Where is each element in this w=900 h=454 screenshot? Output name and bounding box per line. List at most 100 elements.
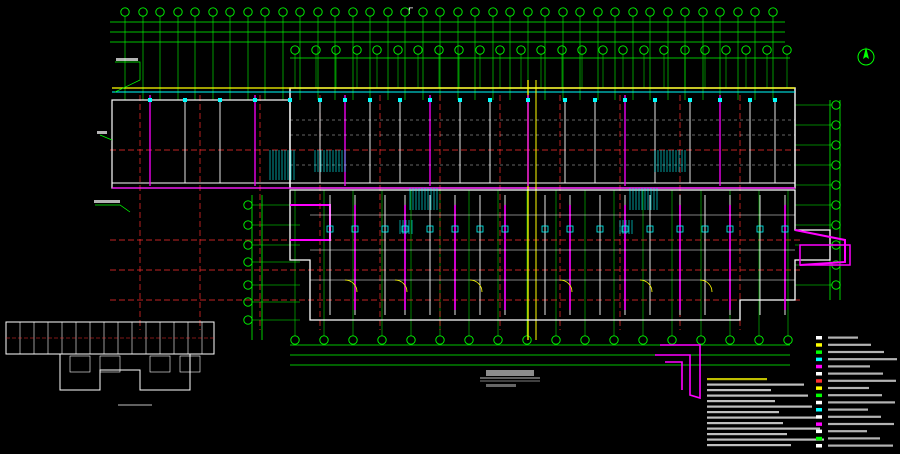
note-line: [707, 438, 824, 441]
column-marker: [676, 225, 684, 233]
legend-text: [828, 365, 870, 368]
callout-marks: [94, 58, 138, 203]
note-line: [707, 383, 804, 386]
column-marker: [718, 98, 722, 102]
column-marker: [566, 225, 574, 233]
legend-text: [828, 350, 884, 354]
legend-text: [828, 372, 883, 375]
legend-text: [828, 358, 897, 361]
note-line: [707, 433, 787, 436]
door-swing: [469, 279, 483, 293]
door-swing: [559, 279, 573, 293]
key-plan-inset: [5, 321, 215, 406]
column-marker: [593, 98, 597, 102]
column-marker: [351, 225, 359, 233]
column-marker: [318, 98, 322, 102]
upper-floor-plan: [111, 80, 796, 340]
column-marker: [398, 98, 402, 102]
column-marker: [621, 225, 629, 233]
legend-swatch: [816, 436, 822, 441]
column-marker: [368, 98, 372, 102]
column-marker: [688, 98, 692, 102]
bottom-grid-axes: [290, 190, 793, 345]
column-marker: [756, 225, 764, 233]
north-arrow-icon: [857, 47, 875, 66]
legend-text: [828, 386, 869, 390]
inset-room: [69, 355, 91, 373]
inset-room: [99, 355, 121, 373]
column-marker: [326, 225, 334, 233]
legend-text: [828, 379, 896, 382]
column-marker: [253, 98, 257, 102]
stair-hatches: [269, 150, 686, 234]
column-marker: [218, 98, 222, 102]
note-line: [707, 416, 816, 419]
callout-leaders: [95, 61, 141, 213]
column-marker: [183, 98, 187, 102]
legend-text: [828, 408, 868, 411]
design-notes-block: [707, 378, 824, 447]
column-marker: [401, 225, 409, 233]
legend-swatch: [816, 350, 822, 354]
door-swing: [344, 279, 358, 293]
legend-swatch: [816, 422, 822, 426]
column-marker: [458, 98, 462, 102]
column-marker: [623, 98, 627, 102]
note-line: [707, 411, 779, 414]
middle-grid-axes: [290, 45, 792, 88]
legend-text: [828, 430, 867, 433]
legend-swatch: [816, 343, 822, 347]
legend-swatch: [816, 415, 822, 419]
column-marker: [653, 98, 657, 102]
column-marker: [148, 98, 152, 102]
legend-text: [828, 422, 894, 426]
column-marker: [646, 225, 654, 233]
drawing-top-label: Γ: [408, 7, 413, 17]
note-line: [707, 389, 771, 392]
column-marker: [726, 225, 734, 233]
door-swing: [699, 279, 713, 293]
legend-block: [816, 336, 897, 448]
lower-room-walls: [310, 195, 795, 315]
column-marker: [563, 98, 567, 102]
note-line: [707, 444, 791, 447]
column-marker: [343, 98, 347, 102]
column-marker: [451, 225, 459, 233]
legend-swatch: [816, 429, 822, 434]
legend-text: [828, 343, 871, 346]
legend-swatch: [816, 372, 822, 376]
legend-swatch: [816, 379, 822, 383]
column-marker: [781, 225, 789, 233]
column-marker: [541, 225, 549, 233]
inset-room: [149, 355, 171, 373]
column-marker: [426, 225, 434, 233]
note-line: [707, 422, 783, 425]
note-line: [707, 400, 775, 403]
column-marker: [381, 225, 389, 233]
door-swing: [394, 279, 408, 293]
column-marker: [526, 98, 530, 102]
legend-swatch: [816, 444, 822, 448]
column-marker: [501, 225, 509, 233]
legend-swatch: [816, 386, 822, 390]
column-marker: [701, 225, 709, 233]
column-marker: [596, 225, 604, 233]
column-marker: [748, 98, 752, 102]
column-marker: [476, 225, 484, 233]
legend-swatch: [816, 357, 822, 362]
column-marker: [773, 98, 777, 102]
legend-swatch: [816, 408, 822, 412]
upper-room-walls: [148, 95, 795, 186]
legend-swatch: [816, 364, 822, 369]
legend-swatch: [816, 393, 822, 398]
column-marker: [428, 98, 432, 102]
note-line: [707, 378, 767, 381]
legend-text: [828, 401, 895, 404]
legend-swatch: [816, 336, 822, 340]
dimension-lines: [110, 21, 841, 366]
legend-text: [828, 437, 880, 440]
note-line: [707, 394, 808, 397]
magenta-annex: [655, 344, 701, 400]
